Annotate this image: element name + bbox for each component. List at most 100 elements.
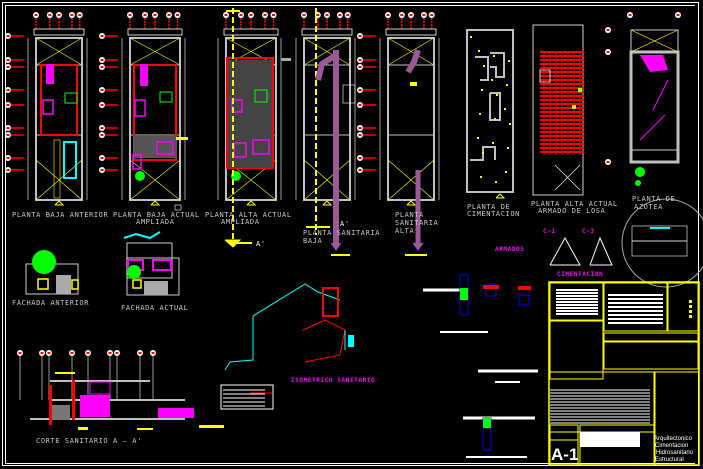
dining-table (42, 99, 54, 115)
foundation-beam (489, 92, 501, 121)
void-cross (539, 69, 551, 83)
storage (132, 154, 142, 170)
section-title-corte-sanitario: CORTE SANITARIO A — A' (36, 437, 142, 445)
axis-bubble-core (138, 352, 142, 354)
pile-marker (477, 137, 479, 139)
axis-bubble-core (47, 352, 51, 354)
annotation-bar (137, 428, 153, 430)
tb-cell (603, 341, 699, 370)
tb-cell (549, 282, 604, 321)
detail-label-cimentacion: CIMENTACION (557, 271, 604, 278)
facade-anterior (25, 250, 79, 295)
isometric-sanitario (200, 283, 354, 428)
discipline-arquitectonico: Arquitectonico (654, 436, 693, 442)
annotation-bar (200, 425, 224, 428)
drain-network (302, 319, 346, 363)
furniture (231, 99, 243, 113)
tank (50, 405, 70, 420)
dimension-band (223, 28, 279, 36)
plan-planta-sanitaria-alta (357, 12, 440, 256)
tb-white-box (580, 432, 640, 447)
axis-bubble-core (272, 14, 275, 16)
exterior-wall (303, 37, 351, 201)
dimension-band (301, 28, 353, 36)
plan-subtitle-planta-alta-actual: AMPLIADA (221, 218, 260, 226)
cross-line (35, 37, 83, 66)
axis-bubble-core (606, 51, 610, 53)
axis-bubble-core (358, 66, 362, 68)
column-header (483, 285, 499, 289)
axis-bubble-core (6, 169, 10, 171)
sheet-number: A-1 (551, 445, 579, 464)
pile-marker (491, 79, 493, 81)
axis-bubble-core (358, 127, 362, 129)
axis-bubble-core (606, 29, 610, 31)
axis-bubble-core (108, 352, 112, 354)
cross-line (303, 159, 351, 201)
axis-bubble-core (358, 157, 362, 159)
fixture-marker (410, 82, 417, 86)
axis-bubble-core (346, 14, 350, 16)
connection-node (460, 288, 468, 300)
slab-outline (532, 24, 584, 196)
axis-bubble-core (6, 134, 10, 136)
plan-title-planta-sanitaria-baja: PLANTA SANITARIA (303, 229, 381, 237)
north-arrow-icon (495, 193, 506, 199)
axis-bubble-core (400, 14, 404, 16)
discipline-hidrosanitario: Hidrosanitario (656, 450, 694, 456)
note-box-icon (174, 204, 182, 211)
marker (572, 105, 576, 109)
section-mark-a-prime-left: A' (256, 240, 266, 248)
stairs (342, 84, 356, 104)
dimension-band (33, 28, 85, 36)
plan-title-planta-alta-armado: PLANTA ALTA ACTUAL (531, 200, 618, 208)
pile-marker (481, 89, 483, 91)
cross-line (387, 37, 435, 66)
facade-title-actual: FACHADA ACTUAL (121, 304, 189, 312)
plan-title-planta-azotea: PLANTA DE (632, 195, 676, 203)
detail-label-c3: C-3 (582, 228, 595, 235)
window (37, 278, 49, 290)
axis-bubble-core (6, 66, 10, 68)
section-corte-sanitario (17, 350, 207, 430)
axis-bubble-core (176, 14, 179, 16)
foundation-beam (475, 56, 489, 81)
foundation-outline (466, 29, 514, 193)
axis-bubble-core (48, 14, 52, 16)
axis-bubble-core (100, 169, 104, 171)
parapet (629, 50, 680, 164)
pile-marker (478, 50, 480, 52)
water-tank-icon (322, 287, 339, 317)
marker (578, 88, 582, 92)
column-section-detail (518, 294, 530, 306)
cross-line (630, 29, 679, 53)
tb-cell (653, 371, 700, 466)
cross-line (129, 159, 181, 201)
axis-bubble-core (358, 89, 362, 91)
cimentacion-details (549, 198, 703, 288)
bathroom-fixture (46, 64, 54, 84)
footing-c3 (589, 236, 613, 266)
pile-marker (509, 123, 511, 125)
car-outline (63, 141, 77, 179)
tree-icon (635, 180, 641, 186)
axis-bubble-core (100, 35, 104, 37)
column (72, 380, 75, 420)
pile-marker (507, 147, 509, 149)
axis-bubble-core (6, 89, 10, 91)
plan-planta-azotea (605, 12, 681, 186)
pile-marker (494, 118, 496, 120)
cross-line (303, 37, 351, 66)
tb-square-marker (689, 305, 692, 308)
axis-bubble-core (143, 14, 147, 16)
dimension-band (385, 28, 437, 36)
pile-marker (482, 152, 484, 154)
pile-marker (504, 108, 506, 110)
plan-subtitle-planta-azotea: AZOTEA (634, 203, 663, 211)
connection-node (483, 418, 491, 428)
walls-red (133, 64, 177, 161)
pile-marker (470, 36, 472, 38)
isometric-label: ISOMETRICO SANITARIO (291, 377, 376, 384)
axis-bubble-core (100, 66, 104, 68)
